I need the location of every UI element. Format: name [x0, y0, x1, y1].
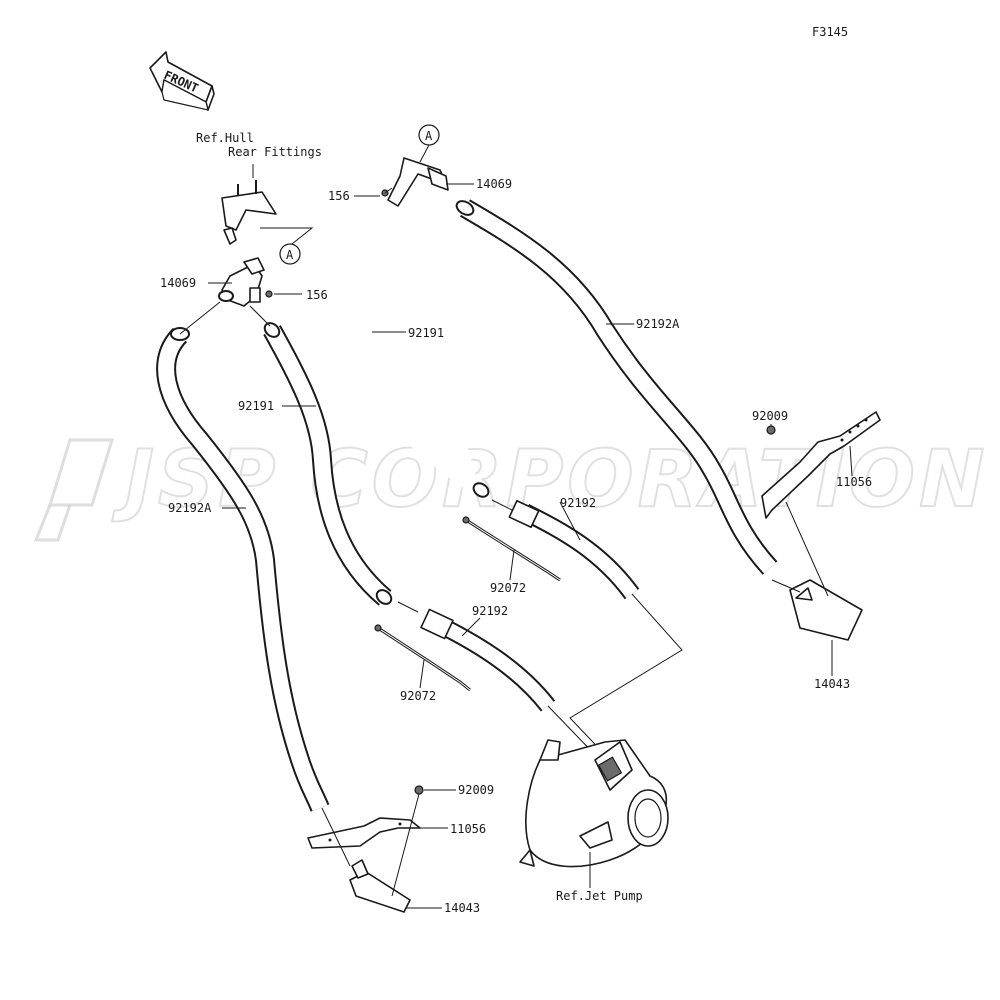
label-92191-left: 92191	[238, 399, 274, 413]
label-11056-right: 11056	[836, 475, 872, 489]
connector-mark-a-lower: A	[286, 248, 294, 262]
fitting-14069-lower	[218, 257, 273, 307]
pickup-14043-right	[789, 579, 863, 641]
label-92191-right: 92191	[408, 326, 444, 340]
label-11056-left: 11056	[450, 822, 486, 836]
jet-pump	[519, 739, 669, 868]
front-arrow-icon: FRONT	[149, 51, 215, 111]
label-92072-upper: 92072	[490, 581, 526, 595]
label-14069-lower: 14069	[160, 276, 196, 290]
pickup-14043-left	[349, 859, 411, 913]
label-92009-left: 92009	[458, 783, 494, 797]
fitting-14069-upper	[381, 157, 449, 207]
bracket-11056-left	[307, 817, 421, 849]
label-92072-lower: 92072	[400, 689, 436, 703]
label-156-lower: 156	[306, 288, 328, 302]
connector-mark-a-upper: A	[425, 129, 433, 143]
label-14043-left: 14043	[444, 901, 480, 915]
hull-ref-line2: Rear Fittings	[228, 145, 322, 159]
clamp-92072-upper	[462, 516, 561, 582]
hull-rear-fittings	[221, 180, 277, 245]
jet-pump-ref: Ref.Jet Pump	[556, 889, 643, 903]
screw-92009-right	[766, 425, 776, 435]
label-92192a-left: 92192A	[168, 501, 212, 515]
label-92192-center: 92192	[560, 496, 596, 510]
label-92192-lower: 92192	[472, 604, 508, 618]
label-92009-right: 92009	[752, 409, 788, 423]
label-92192a-right: 92192A	[636, 317, 680, 331]
label-14043-right: 14043	[814, 677, 850, 691]
label-14069-upper: 14069	[476, 177, 512, 191]
clamp-92072-lower	[374, 624, 471, 692]
figure-code: F3145	[812, 25, 848, 39]
label-156-upper: 156	[328, 189, 350, 203]
screw-92009-left	[414, 785, 424, 795]
hull-ref-line1: Ref.Hull	[196, 131, 254, 145]
bracket-11056-right	[761, 411, 881, 519]
